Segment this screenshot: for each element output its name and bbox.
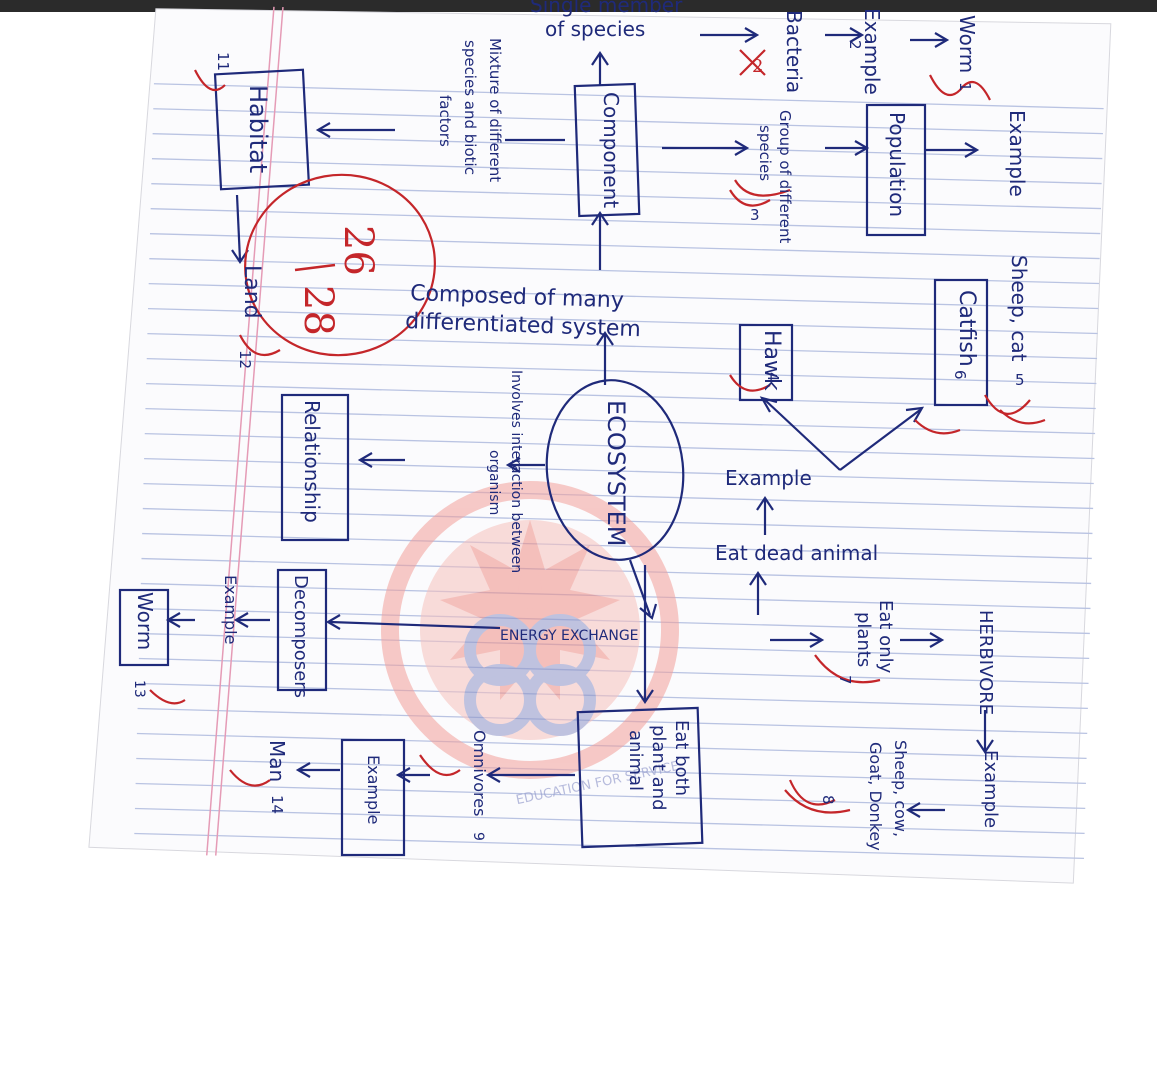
component-label: Component [599, 92, 623, 208]
num-2: 2 [846, 40, 864, 50]
energy-exchange-label: ENERGY EXCHANGE [500, 628, 639, 644]
num-12: 12 [236, 350, 254, 369]
example-top-1: Example [860, 8, 884, 95]
group-species-1: Group of different [776, 110, 794, 243]
eat-dead-animal: Eat dead animal [715, 541, 878, 565]
habitat-label: Habitat [244, 85, 272, 173]
example-middle: Example [725, 466, 812, 490]
involves-line1: Involves interaction between [508, 370, 524, 573]
num-5: 5 [1015, 371, 1025, 389]
eat-both-line1: Eat both [671, 720, 692, 796]
omnivores-label: Omnivores [470, 730, 489, 816]
mixture-line2: species and biotic [461, 40, 479, 175]
single-member-line2: of species [545, 17, 645, 41]
example-herbivore: Example [980, 750, 1001, 828]
land-label: Land [239, 265, 264, 319]
single-member-line1: Single member [530, 0, 683, 17]
ecosystem-center: ECOSYSTEM [602, 400, 630, 546]
eat-both-line2: plant and [648, 725, 669, 811]
num-7: 7 [836, 675, 854, 685]
relationship-label: Relationship [300, 400, 324, 523]
group-species-2: species [756, 125, 774, 181]
sheep-cow-line2: Goat, Donkey [866, 742, 885, 851]
num-9: 9 [470, 832, 486, 841]
man-label: Man [265, 740, 289, 782]
hawk-label: Hawk [759, 330, 784, 391]
num-1: 1 [956, 82, 974, 92]
num-13: 13 [131, 680, 147, 698]
num-4: 4 [764, 372, 782, 382]
herbivore-label: HERBIVORE [975, 610, 996, 715]
worm-bottom-label: Worm [133, 592, 157, 650]
score-bottom: 28 [295, 285, 341, 336]
num-8: 8 [819, 795, 837, 805]
bacteria-cross-number: 2 [752, 56, 763, 77]
sheep-cow-line1: Sheep, cow, [891, 740, 910, 837]
catfish-label: Catfish [954, 290, 979, 367]
num-11: 11 [214, 52, 232, 71]
num-14: 14 [268, 795, 286, 814]
population-label: Population [885, 112, 909, 217]
decomposers-label: Decomposers [290, 575, 311, 698]
num-3: 3 [750, 206, 760, 224]
example-top-2: Example [1005, 110, 1029, 197]
mixture-line3: factors [436, 95, 454, 147]
bacteria-label: Bacteria [782, 10, 806, 93]
eat-plants-line2: plants [853, 612, 874, 667]
num-6: 6 [951, 370, 969, 380]
sheep-cat-label: Sheep, cat [1007, 255, 1031, 362]
mixture-line1: Mixture of different [486, 38, 504, 182]
example-omnivore: Example [364, 755, 383, 824]
eat-both-line3: animal [625, 730, 646, 791]
eat-plants-line1: Eat only [875, 600, 896, 674]
involves-line2: organism [486, 450, 502, 515]
example-lower-left: Example [221, 575, 240, 644]
worm-top-label: Worm [955, 15, 979, 73]
score-top: 26 [335, 225, 381, 276]
